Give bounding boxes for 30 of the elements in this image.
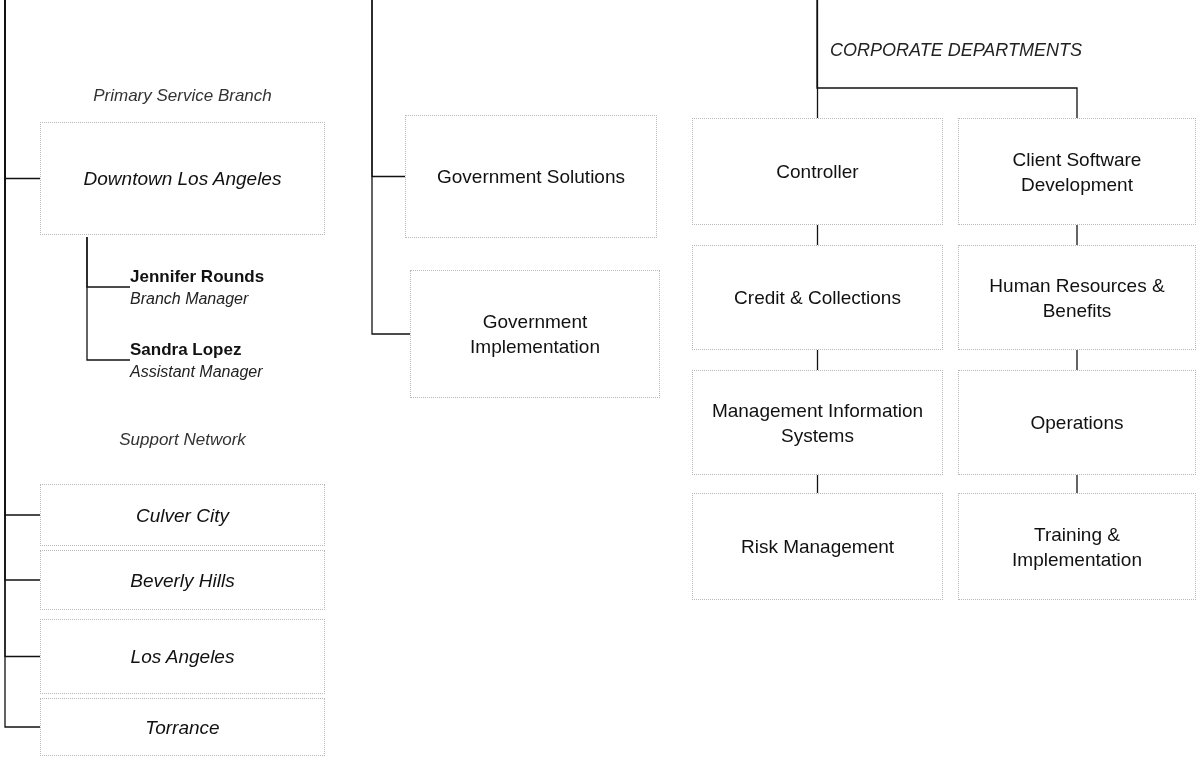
person-name: Jennifer Rounds [130, 265, 266, 288]
connector-line [816, 0, 1078, 119]
group-heading: Support Network [118, 429, 247, 451]
connector-line [1076, 349, 1078, 371]
job-title: Branch Manager [130, 288, 250, 309]
connector-line [1076, 474, 1078, 494]
branch-box: Beverly Hills [40, 550, 325, 610]
branch-box: Torrance [40, 698, 325, 756]
group-heading: CORPORATE DEPARTMENTS [830, 39, 1084, 62]
branch-box: Downtown Los Angeles [40, 122, 325, 235]
group-heading: Primary Service Branch [92, 85, 273, 107]
department-box: Human Resources & Benefits [958, 245, 1196, 350]
department-box: Training & Implementation [958, 493, 1196, 600]
connector-line [86, 236, 131, 361]
person-name: Sandra Lopez [130, 338, 243, 361]
connector-line [816, 224, 819, 246]
department-box: Management Information Systems [692, 370, 943, 475]
job-title: Assistant Manager [130, 361, 264, 382]
department-box: Government Solutions [405, 115, 657, 238]
branch-box: Culver City [40, 484, 325, 546]
department-box: Client Software Development [958, 118, 1196, 225]
department-box: Controller [692, 118, 943, 225]
department-box: Operations [958, 370, 1196, 475]
department-box: Credit & Collections [692, 245, 943, 350]
connector-line [1076, 224, 1078, 246]
department-box: Government Implementation [410, 270, 660, 398]
department-box: Risk Management [692, 493, 943, 600]
connector-line [371, 0, 411, 335]
connector-line [816, 349, 819, 371]
branch-box: Los Angeles [40, 619, 325, 694]
